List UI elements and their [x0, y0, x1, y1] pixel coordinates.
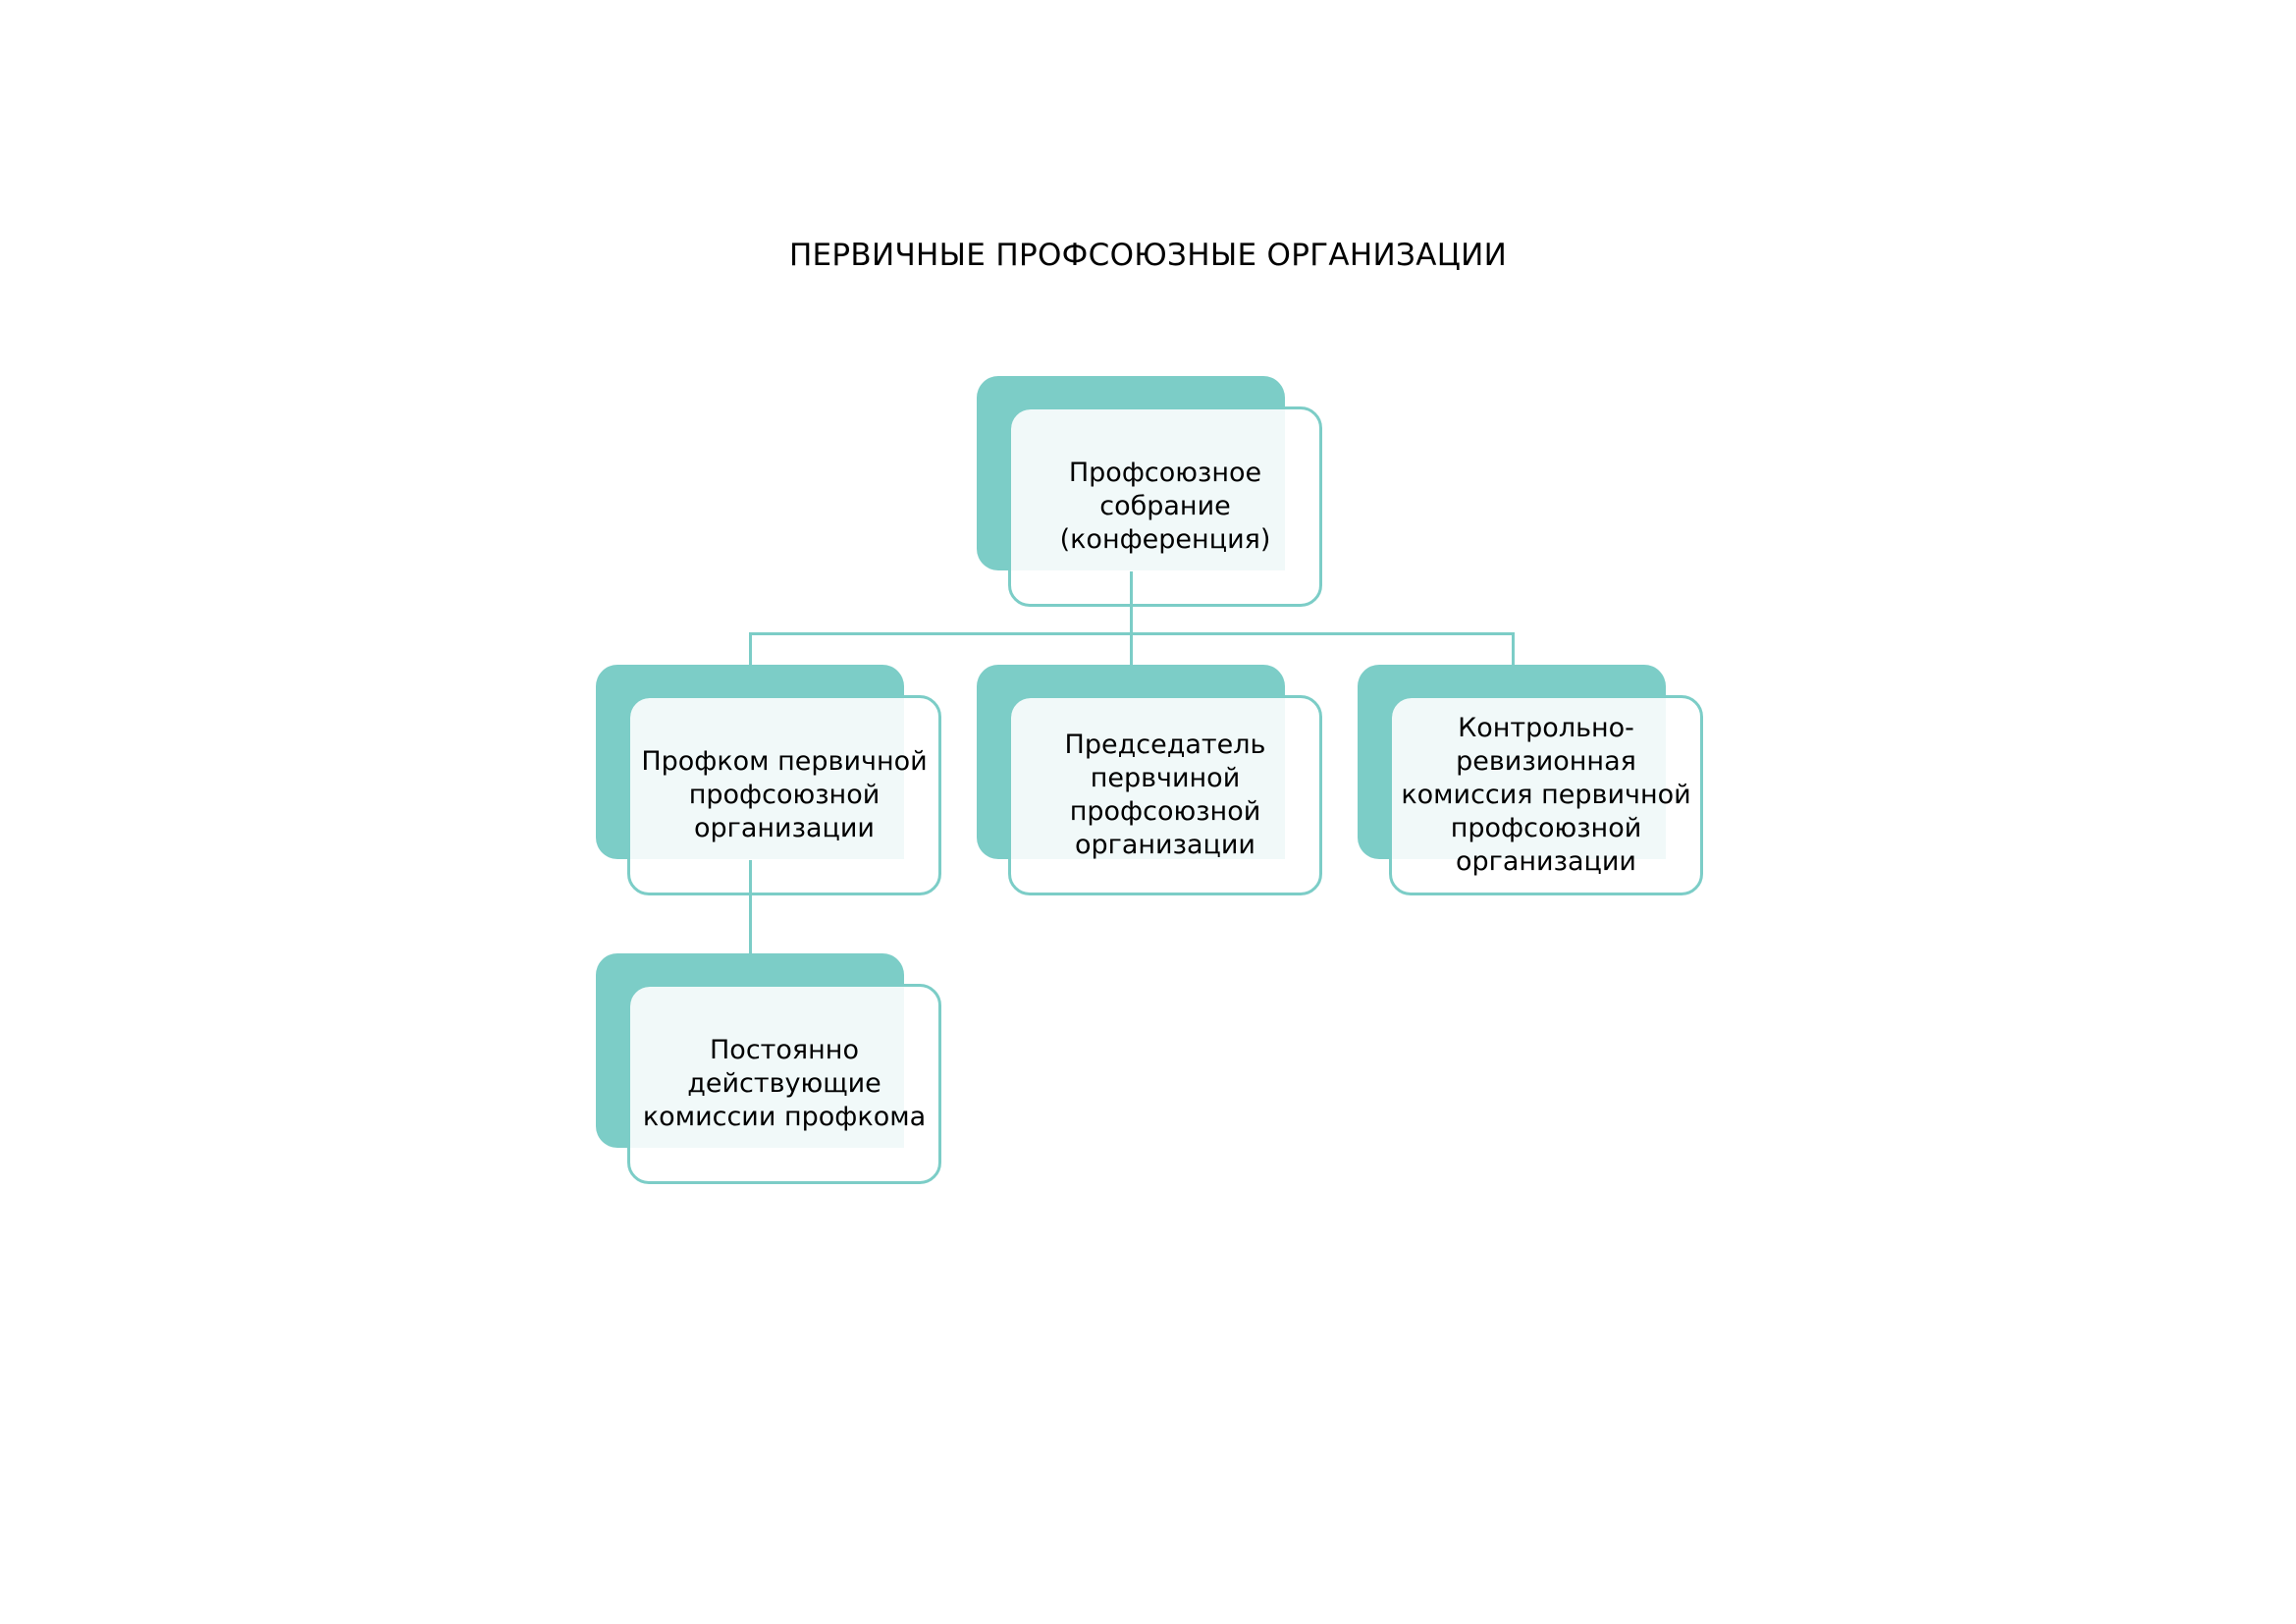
- node-label: Председатель первчиной профсоюзной орган…: [1064, 730, 1266, 860]
- connector-horizontal: [749, 632, 1515, 635]
- connector-root-down: [1130, 571, 1133, 666]
- node-label: Контрольно-ревизионная комиссия первично…: [1401, 713, 1691, 877]
- node-root: Профсоюзное собрание (конференция): [977, 376, 1322, 607]
- diagram-title: ПЕРВИЧНЫЕ ПРОФСОЮЗНЫЕ ОРГАНИЗАЦИИ: [788, 238, 1508, 273]
- node-chairman: Председатель первчиной профсоюзной орган…: [977, 665, 1322, 895]
- node-permanent-commissions: Постоянно действующие комиссии профкома: [596, 953, 941, 1184]
- connector-left-down: [749, 632, 752, 666]
- node-label: Профком первичной профсоюзной организаци…: [641, 746, 928, 843]
- node-label: Профсоюзное собрание (конференция): [1059, 458, 1271, 555]
- connector-right-down: [1512, 632, 1515, 666]
- node-audit-commission: Контрольно-ревизионная комиссия первично…: [1358, 665, 1703, 895]
- connector-profkom-down: [749, 860, 752, 954]
- node-profkom: Профком первичной профсоюзной организаци…: [596, 665, 941, 895]
- node-label: Постоянно действующие комиссии профкома: [642, 1035, 927, 1132]
